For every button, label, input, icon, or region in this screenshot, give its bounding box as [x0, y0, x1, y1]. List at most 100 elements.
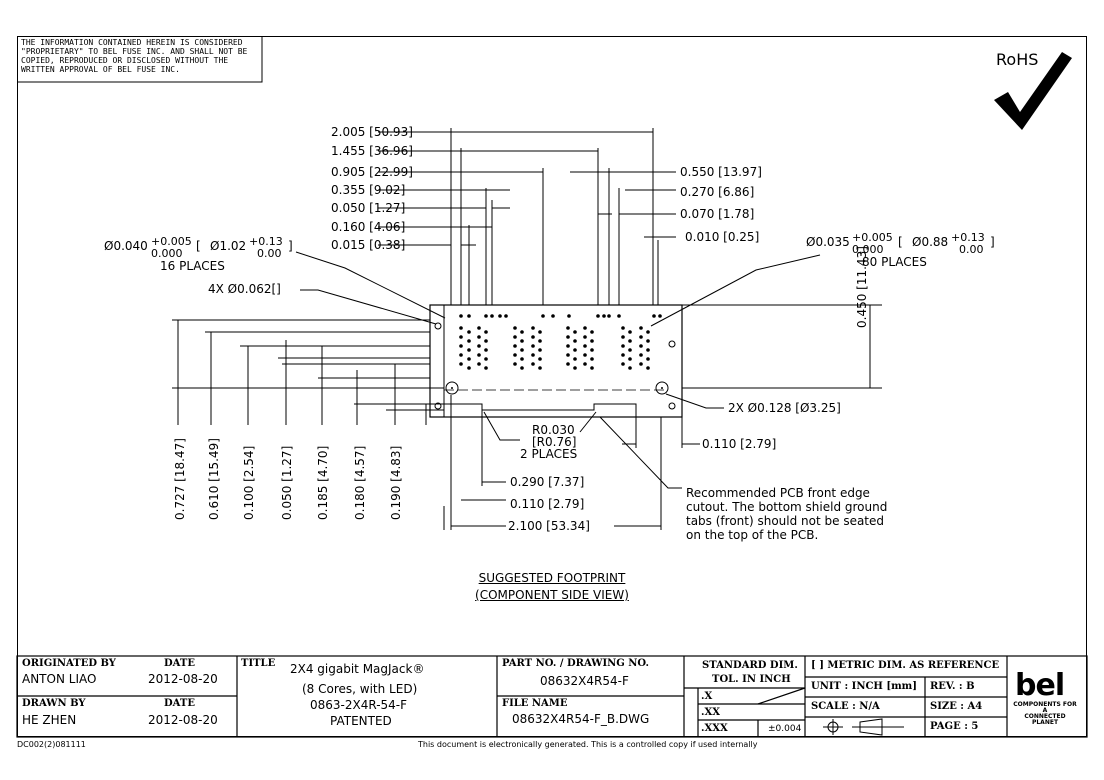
pin-hole — [484, 366, 488, 370]
pin-hole — [477, 326, 481, 330]
hole-right-main: Ø0.035 — [806, 235, 850, 249]
proprietary-notice: THE INFORMATION CONTAINED HEREIN IS CONS… — [21, 38, 247, 74]
pin-hole — [513, 353, 517, 357]
pin-hole — [583, 362, 587, 366]
pin-hole — [573, 357, 577, 361]
pin-hole — [567, 314, 571, 318]
tol-label: .XX — [701, 707, 720, 718]
drawn-by-value: HE ZHEN — [22, 713, 77, 727]
hole-left-bracket-close: ] — [288, 239, 293, 253]
dim-label: 0.355 [9.02] — [331, 183, 405, 197]
dim-label: 0.905 [22.99] — [331, 165, 413, 179]
hole-right-metric: Ø0.88 — [912, 235, 948, 249]
drawn-by-header: DRAWN BY — [22, 698, 86, 709]
pin-hole — [566, 326, 570, 330]
dim-label: 2.005 [50.93] — [331, 125, 413, 139]
pin-hole — [621, 344, 625, 348]
rohs-label: RoHS — [996, 50, 1039, 69]
pin-hole — [467, 348, 471, 352]
hole-left-bracket-open: [ — [196, 239, 201, 253]
dim-label: 0.550 [13.97] — [680, 165, 762, 179]
pin-hole — [583, 326, 587, 330]
dim-label: 0.290 [7.37] — [510, 475, 584, 489]
hole-left-tol-dn: 0.000 — [151, 247, 183, 260]
caption-title: SUGGESTED FOOTPRINT — [478, 571, 626, 585]
notice-line: "PROPRIETARY" TO BEL FUSE INC. AND SHALL… — [21, 47, 248, 56]
pin-hole — [513, 335, 517, 339]
pin-hole — [477, 353, 481, 357]
pin-hole — [639, 335, 643, 339]
pin-hole — [538, 330, 542, 334]
size-label: SIZE : A4 — [930, 701, 983, 712]
pin-hole — [477, 344, 481, 348]
scale-label: SCALE : N/A — [811, 701, 880, 712]
pin-hole — [573, 348, 577, 352]
dim-label-vertical: 0.185 [4.70] — [316, 446, 330, 520]
checkmark-icon — [994, 52, 1072, 130]
hole-right-tol-up: +0.005 — [852, 231, 893, 244]
pin-hole — [520, 348, 524, 352]
tol-value: ±0.004 — [768, 724, 802, 734]
notice-line: WRITTEN APPROVAL OF BEL FUSE INC. — [21, 65, 180, 74]
pin-hole — [621, 362, 625, 366]
pin-hole — [484, 330, 488, 334]
date-value: 2012-08-20 — [148, 713, 218, 727]
date-header: DATE — [164, 658, 195, 669]
dim-label-vertical: 0.050 [1.27] — [280, 446, 294, 520]
page-label: PAGE : 5 — [930, 721, 979, 732]
pin-hole — [520, 366, 524, 370]
pin-hole — [621, 353, 625, 357]
pin-hole — [538, 339, 542, 343]
pin-hole — [621, 335, 625, 339]
small-hole — [668, 340, 676, 348]
bel-logo-tagline: COMPONENTS FOR A CONNECTED PLANET — [1012, 702, 1078, 726]
note-line: cutout. The bottom shield ground — [686, 500, 887, 514]
pin-hole — [658, 314, 662, 318]
pin-hole — [566, 362, 570, 366]
dim-label: 0.050 [1.27] — [331, 201, 405, 215]
notice-line: COPIED, REPRODUCED OR DISCLOSED WITHOUT … — [21, 56, 229, 65]
file-value: 08632X4R54-F_B.DWG — [512, 712, 650, 726]
radius-label: 2 PLACES — [520, 447, 577, 461]
dim-label-vertical: 0.100 [2.54] — [242, 446, 256, 520]
pin-hole — [459, 326, 463, 330]
title-block-grid — [16, 655, 1088, 738]
dim-label: 0.110 [2.79] — [702, 437, 776, 451]
title-line: (8 Cores, with LED) — [302, 682, 418, 696]
dim-label: 0.270 [6.86] — [680, 185, 754, 199]
pin-field — [459, 314, 662, 370]
pin-hole — [484, 314, 488, 318]
note-line: Recommended PCB front edge — [686, 486, 870, 500]
hole-left-main: Ø0.040 — [104, 239, 148, 253]
pin-hole — [639, 326, 643, 330]
pin-hole — [498, 314, 502, 318]
form-code: DC002(2)081111 — [17, 740, 86, 749]
pin-hole — [573, 339, 577, 343]
twox-label: 2X Ø0.128 [Ø3.25] — [728, 401, 841, 415]
pin-hole — [477, 362, 481, 366]
pin-hole — [490, 314, 494, 318]
hole-right-mtol-up: +0.13 — [951, 231, 985, 244]
std-header: TOL. IN INCH — [712, 674, 791, 685]
pin-hole — [607, 314, 611, 318]
pin-hole — [621, 326, 625, 330]
pin-hole — [531, 326, 535, 330]
pin-hole — [590, 366, 594, 370]
pin-hole — [467, 339, 471, 343]
pin-hole — [566, 335, 570, 339]
notice-line: THE INFORMATION CONTAINED HEREIN IS CONS… — [21, 38, 243, 47]
pin-hole — [639, 344, 643, 348]
hole-left-metric: Ø1.02 — [210, 239, 246, 253]
tol-label: .XXX — [701, 723, 728, 734]
pin-hole — [467, 330, 471, 334]
logo-tagline-line: COMPONENTS FOR A — [1013, 701, 1077, 714]
bel-logo: bel — [1015, 668, 1065, 703]
pin-hole — [459, 335, 463, 339]
pin-hole — [520, 330, 524, 334]
pin-hole — [538, 348, 542, 352]
dim-label: 0.070 [1.78] — [680, 207, 754, 221]
title-line: 2X4 gigabit MagJack® — [290, 662, 425, 676]
pin-hole — [646, 348, 650, 352]
logo-tagline-line: PLANET — [1031, 719, 1059, 726]
